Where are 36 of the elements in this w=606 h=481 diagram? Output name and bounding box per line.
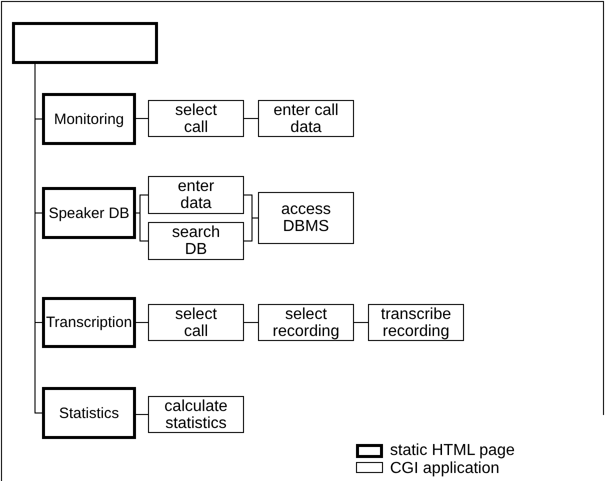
node-label: select recording <box>272 306 340 340</box>
connector-line <box>136 322 148 323</box>
page-box <box>42 297 136 348</box>
page-box <box>42 387 136 439</box>
node-label: search DB <box>171 224 221 258</box>
node-label: enter call data <box>272 102 340 136</box>
application-box <box>258 304 354 341</box>
application-box <box>258 100 354 137</box>
node-label: Speaker DB <box>48 204 130 222</box>
connector-line <box>136 414 148 415</box>
node-label: select call <box>174 306 218 340</box>
connector-line <box>354 322 368 323</box>
page-box <box>12 22 158 64</box>
application-box <box>148 176 244 214</box>
page-box <box>42 187 136 239</box>
connector-line <box>136 118 148 119</box>
application-box <box>148 100 244 137</box>
node-label: select call <box>174 102 218 136</box>
application-box <box>148 396 244 433</box>
connector-line <box>244 118 258 119</box>
application-box <box>148 222 244 260</box>
node-label: enter data <box>176 178 216 212</box>
node-label: calculate statistics <box>163 398 229 432</box>
page-box <box>42 93 136 145</box>
node-label: Statistics <box>58 404 119 422</box>
node-label: access DBMS <box>280 201 332 235</box>
node-label: Monitoring <box>54 110 124 128</box>
connector-line <box>244 218 258 242</box>
application-box <box>368 304 464 341</box>
application-box <box>148 304 244 341</box>
application-box <box>258 192 354 244</box>
legend-label: static HTML page <box>390 442 515 459</box>
connector-line <box>244 322 258 323</box>
legend-label: CGI application <box>390 460 500 477</box>
node-label: Transcription <box>46 314 132 331</box>
node-label: transcribe recording <box>380 306 452 340</box>
